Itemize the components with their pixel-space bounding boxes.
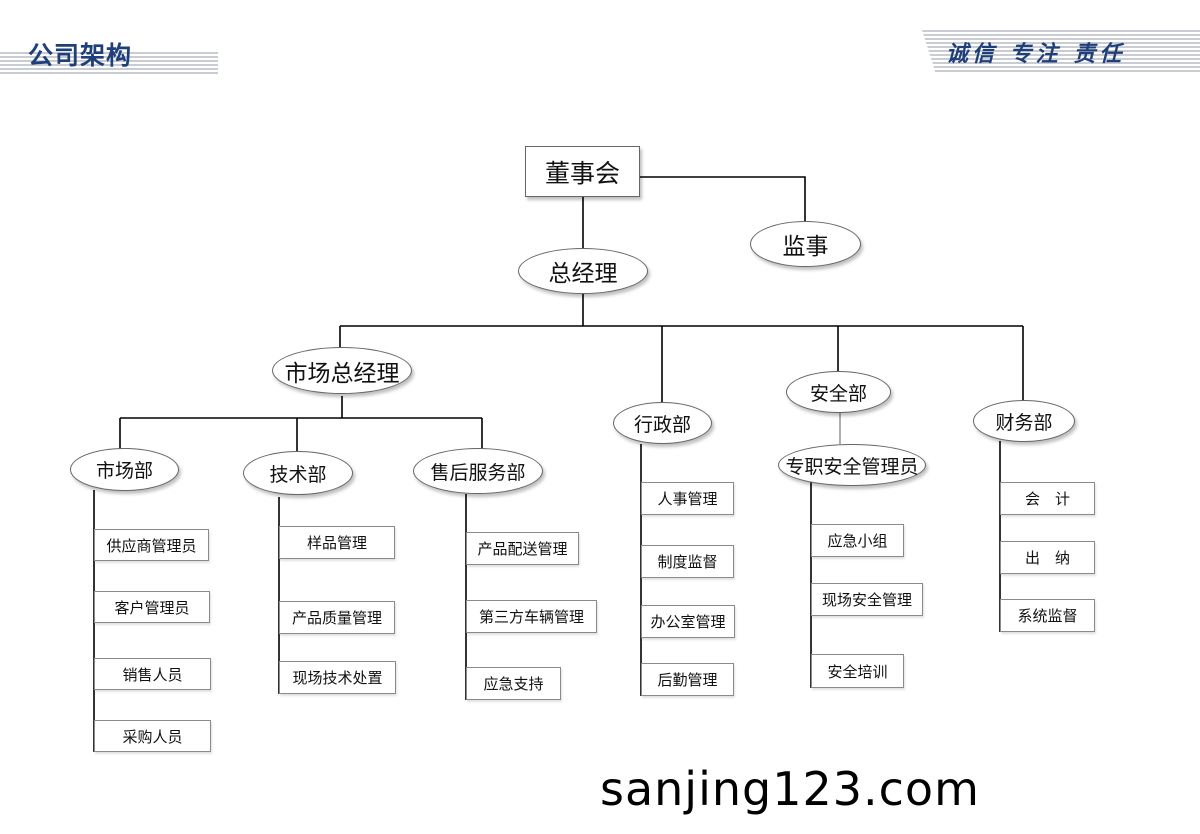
item-tech-1: 产品质量管理 bbox=[279, 601, 395, 634]
node-tech-dept: 技术部 bbox=[243, 451, 353, 495]
node-admin: 行政部 bbox=[613, 402, 712, 444]
header-slogan: 诚信 专注 责任 bbox=[946, 42, 1126, 67]
item-market-2: 销售人员 bbox=[94, 658, 211, 690]
node-safety-officer: 专职安全管理员 bbox=[778, 444, 926, 486]
item-aftersales-2: 应急支持 bbox=[466, 667, 561, 700]
node-gm: 总经理 bbox=[518, 248, 648, 294]
item-finance-2: 系统监督 bbox=[1000, 599, 1095, 632]
item-finance-1: 出 纳 bbox=[1000, 541, 1095, 574]
node-supervisor: 监事 bbox=[750, 221, 861, 267]
item-admin-0: 人事管理 bbox=[641, 482, 734, 515]
item-market-3: 采购人员 bbox=[94, 720, 211, 752]
item-safety-2: 安全培训 bbox=[811, 654, 904, 688]
item-admin-3: 后勤管理 bbox=[641, 663, 734, 696]
page-title: 公司架构 bbox=[28, 41, 133, 70]
item-safety-0: 应急小组 bbox=[811, 524, 904, 557]
item-tech-0: 样品管理 bbox=[279, 526, 395, 559]
item-admin-1: 制度监督 bbox=[641, 545, 734, 578]
node-safety: 安全部 bbox=[786, 371, 891, 413]
item-finance-0: 会 计 bbox=[1000, 482, 1095, 515]
line-board-supervisor bbox=[640, 176, 806, 228]
item-admin-2: 办公室管理 bbox=[641, 605, 735, 638]
item-market-0: 供应商管理员 bbox=[94, 529, 209, 561]
item-market-1: 客户管理员 bbox=[94, 591, 210, 623]
header-right-band bbox=[922, 30, 1200, 74]
node-finance: 财务部 bbox=[973, 400, 1075, 442]
header-left-stripes bbox=[0, 52, 218, 76]
item-aftersales-1: 第三方车辆管理 bbox=[466, 600, 597, 633]
node-board: 董事会 bbox=[525, 146, 640, 197]
watermark-text: sanjing123.com bbox=[600, 762, 980, 816]
item-tech-2: 现场技术处置 bbox=[279, 661, 396, 694]
item-safety-1: 现场安全管理 bbox=[811, 583, 923, 616]
node-market-dept: 市场部 bbox=[70, 448, 179, 491]
node-aftersales: 售后服务部 bbox=[413, 448, 543, 494]
node-market-gm: 市场总经理 bbox=[272, 347, 412, 394]
item-aftersales-0: 产品配送管理 bbox=[466, 532, 579, 565]
